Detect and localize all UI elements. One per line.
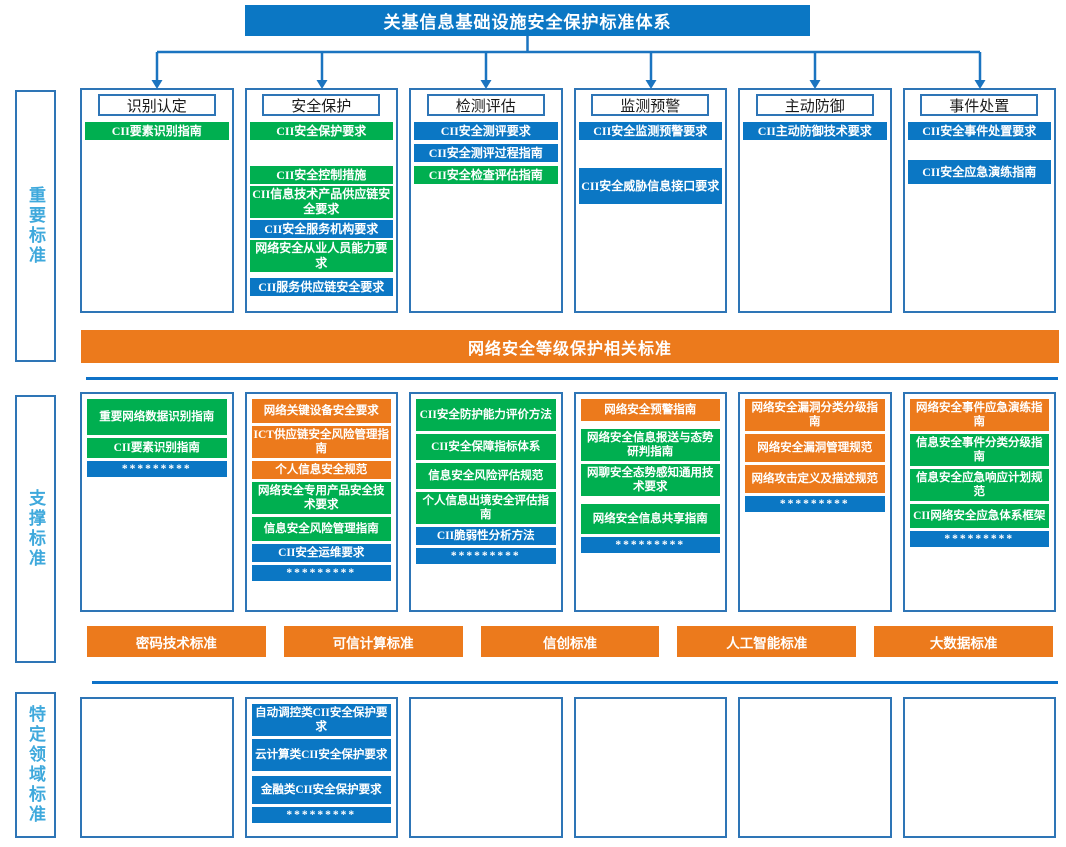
standards-column: 主动防御 CII主动防御技术要求 <box>738 88 892 313</box>
standard-item: CII安全事件处置要求 <box>907 122 1051 140</box>
standards-column: 网络安全漏洞分类分级指南网络安全漏洞管理规范网络攻击定义及描述规范 *******… <box>738 392 892 612</box>
standard-item: 信息安全应急响应计划规范 <box>909 469 1049 501</box>
standard-item: 网络攻击定义及描述规范 <box>745 465 885 493</box>
more-items-dots: ********* <box>251 807 391 824</box>
standard-item: CII安全控制措施 <box>249 166 393 184</box>
standard-item: CII安全服务机构要求 <box>249 220 393 238</box>
column-header: 事件处置 <box>920 94 1039 116</box>
standard-item: CII安全应急演练指南 <box>907 160 1051 184</box>
standard-item: 信息安全事件分类分级指南 <box>909 434 1049 466</box>
standard-item: 个人信息出境安全评估指南 <box>416 492 556 524</box>
diagram-title: 关基信息基础设施安全保护标准体系 <box>245 5 810 36</box>
standard-item: 网络安全信息报送与态势研判指南 <box>580 429 720 461</box>
supporting-standards-row: 重要网络数据识别指南 CII要素识别指南 ********* 网络关键设备安全要求 IC… <box>80 392 1056 612</box>
standard-item: CII安全检查评估指南 <box>414 166 558 184</box>
standard-item: 网络安全专用产品安全技术要求 <box>251 482 391 514</box>
standards-column: 识别认定 CII要素识别指南 <box>80 88 234 313</box>
standard-item: CII脆弱性分析方法 <box>416 527 556 545</box>
standard-item: 信息安全风险管理指南 <box>251 517 391 541</box>
standards-column: 重要网络数据识别指南 CII要素识别指南 ********* <box>80 392 234 612</box>
more-items-dots: ********* <box>87 461 227 478</box>
classified-protection-band: 网络安全等级保护相关标准 <box>81 330 1059 363</box>
standards-column: CII安全防护能力评价方法 CII安全保障指标体系信息安全风险评估规范个人信息出境… <box>409 392 563 612</box>
standard-item: 网络安全漏洞分类分级指南 <box>745 399 885 431</box>
column-header: 识别认定 <box>97 94 216 116</box>
standard-item: 信息安全风险评估规范 <box>416 463 556 489</box>
standard-item: 网聊安全态势感知通用技术要求 <box>580 464 720 496</box>
more-items-dots: ********* <box>909 531 1049 548</box>
standards-column: 网络关键设备安全要求 ICT供应链安全风险管理指南个人信息安全规范网络安全专用产品… <box>244 392 398 612</box>
standard-item: 网络安全从业人员能力要求 <box>249 240 393 272</box>
standard-item: 云计算类CII安全保护要求 <box>251 739 391 771</box>
standards-column <box>80 697 234 838</box>
supporting-band: 信创标准 <box>480 626 660 657</box>
more-items-dots: ********* <box>745 496 885 513</box>
standard-item: CII安全测评要求 <box>414 122 558 140</box>
standards-column <box>409 697 563 838</box>
supporting-bands-row: 密码技术标准可信计算标准信创标准人工智能标准大数据标准 <box>87 626 1053 657</box>
sidebar-label-important-standards: 重要标准 <box>15 90 56 362</box>
standard-item: 网络安全漏洞管理规范 <box>745 434 885 462</box>
supporting-band: 大数据标准 <box>874 626 1053 657</box>
supporting-band: 密码技术标准 <box>87 626 266 657</box>
standard-item: CII安全测评过程指南 <box>414 144 558 162</box>
section-divider <box>86 377 1058 380</box>
standard-item: CII要素识别指南 <box>85 122 229 140</box>
standard-item: ICT供应链安全风险管理指南 <box>251 426 391 458</box>
standard-item: CII安全威胁信息接口要求 <box>578 168 722 204</box>
more-items-dots: ********* <box>251 565 391 582</box>
section-divider <box>92 681 1058 684</box>
standards-column: 网络安全预警指南网络安全信息报送与态势研判指南网聊安全态势感知通用技术要求网络安… <box>573 392 727 612</box>
sidebar-label-domain-standards: 特定领域标准 <box>15 692 56 838</box>
standard-item: 网络安全事件应急演练指南 <box>909 399 1049 431</box>
standard-item: CII安全监测预警要求 <box>578 122 722 140</box>
standard-item: CII主动防御技术要求 <box>743 122 887 140</box>
supporting-band: 人工智能标准 <box>677 626 857 657</box>
standard-item: CII要素识别指南 <box>87 438 227 458</box>
important-standards-row: 识别认定 CII要素识别指南 安全保护 CII安全保护要求 CII安全控制措施 CII信息… <box>80 88 1056 313</box>
standards-column: 自动调控类CII安全保护要求云计算类CII安全保护要求金融类CII安全保护要求 *… <box>244 697 398 838</box>
standards-column <box>738 697 892 838</box>
column-header: 安全保护 <box>262 94 381 116</box>
standard-item: CII网络安全应急体系框架 <box>909 504 1049 528</box>
standard-item: 金融类CII安全保护要求 <box>251 776 391 804</box>
standards-column: 事件处置 CII安全事件处置要求 CII安全应急演练指南 <box>902 88 1056 313</box>
standard-item: 自动调控类CII安全保护要求 <box>251 704 391 736</box>
standard-item: CII安全防护能力评价方法 <box>416 399 556 431</box>
standard-item: 重要网络数据识别指南 <box>87 399 227 435</box>
standards-column: 网络安全事件应急演练指南信息安全事件分类分级指南信息安全应急响应计划规范 CII网… <box>902 392 1056 612</box>
standard-item: CII安全保护要求 <box>249 122 393 140</box>
column-header: 监测预警 <box>591 94 710 116</box>
standards-column <box>902 697 1056 838</box>
standards-column: 检测评估 CII安全测评要求 CII安全测评过程指南 CII安全检查评估指南 <box>409 88 563 313</box>
standard-item: CII信息技术产品供应链安全要求 <box>249 186 393 218</box>
column-header: 检测评估 <box>426 94 545 116</box>
standards-column: 安全保护 CII安全保护要求 CII安全控制措施 CII信息技术产品供应链安全要求 CI… <box>244 88 398 313</box>
column-header: 主动防御 <box>755 94 874 116</box>
domain-standards-row: 自动调控类CII安全保护要求云计算类CII安全保护要求金融类CII安全保护要求 *… <box>80 697 1056 838</box>
standard-item: 个人信息安全规范 <box>251 461 391 479</box>
standard-item: 网络关键设备安全要求 <box>251 399 391 423</box>
more-items-dots: ********* <box>580 537 720 554</box>
standard-item: 网络安全信息共享指南 <box>580 504 720 534</box>
sidebar-label-supporting-standards: 支撑标准 <box>15 395 56 663</box>
standards-column: 监测预警 CII安全监测预警要求 CII安全威胁信息接口要求 <box>573 88 727 313</box>
supporting-band: 可信计算标准 <box>283 626 463 657</box>
more-items-dots: ********* <box>416 548 556 565</box>
connector-arrows <box>151 36 986 89</box>
standard-item: CII安全运维要求 <box>251 544 391 562</box>
standard-item: 网络安全预警指南 <box>580 399 720 421</box>
standards-column <box>573 697 727 838</box>
standard-item: CII安全保障指标体系 <box>416 434 556 460</box>
standard-item: CII服务供应链安全要求 <box>249 278 393 296</box>
